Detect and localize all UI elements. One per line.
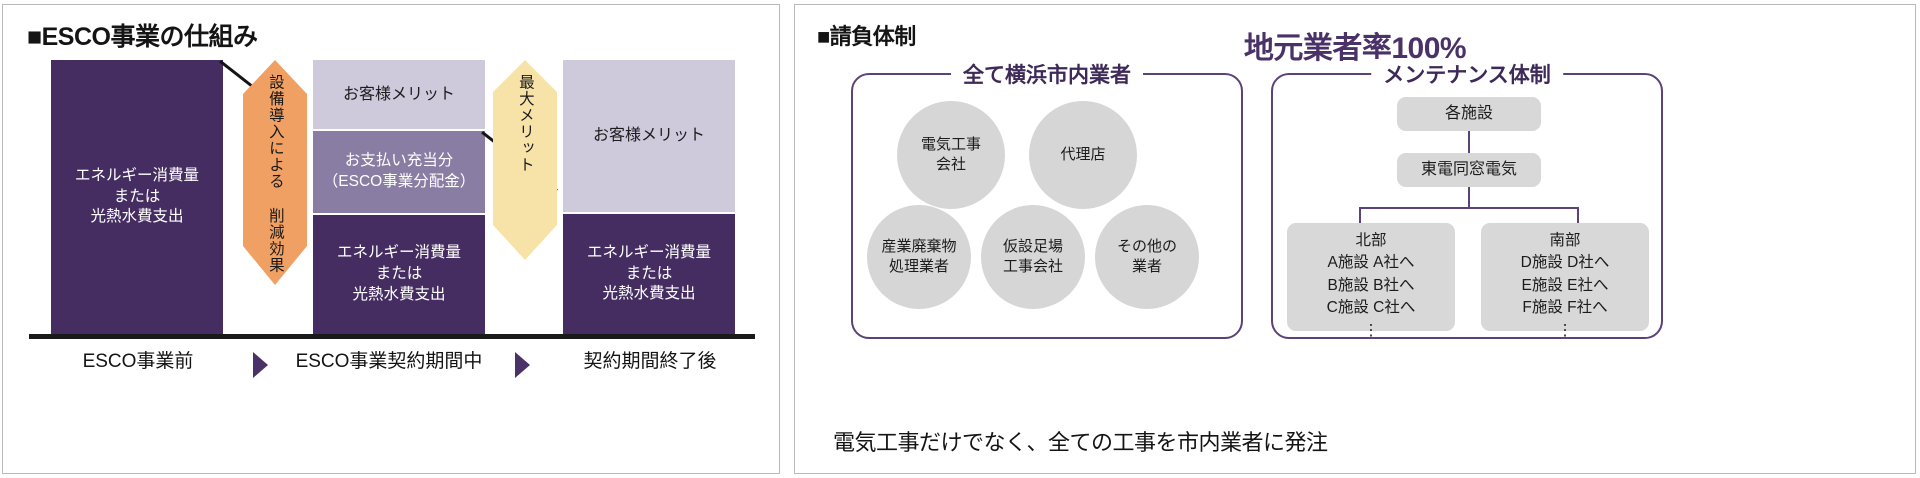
circle-electric-construction-label: 電気工事 会社 bbox=[920, 135, 981, 173]
circle-scaffolding-label: 仮設足場 工事会社 bbox=[1002, 237, 1063, 275]
x-axis-arrow-icon-1 bbox=[253, 352, 268, 378]
down-chevron-icon bbox=[243, 60, 307, 285]
node-each-facility-label: 各施設 bbox=[1444, 105, 1493, 123]
circle-agency-label: 代理店 bbox=[1060, 145, 1106, 163]
connector-company-stem bbox=[1468, 187, 1470, 207]
reduction-effect-arrow: 設備導入による 削減効果 bbox=[243, 60, 307, 285]
right-panel-caption: 電気工事だけでなく、全ての工事を市内業者に発注 bbox=[833, 430, 1328, 455]
connector-branch-south bbox=[1577, 207, 1579, 223]
node-north-area-label: 北部 A施設 A社へ B施設 B社へ C施設 C社へ ⋮ bbox=[1326, 232, 1416, 339]
connector-branch-bar bbox=[1359, 207, 1579, 209]
circle-other-contractors-label: その他の 業者 bbox=[1116, 237, 1177, 275]
bar-after-energy: エネルギー消費量 または 光熱水費支出 bbox=[563, 214, 735, 334]
node-toden-dosou-denki: 東電同窓電気 bbox=[1397, 153, 1541, 187]
bar-during-energy-label: エネルギー消費量 または 光熱水費支出 bbox=[336, 244, 461, 303]
x-label-before: ESCO事業前 bbox=[82, 351, 194, 372]
group-local-contractors: 全て横浜市内業者 電気工事 会社 代理店 産業廃棄物 処理業者 仮設足場 工事会… bbox=[851, 59, 1243, 339]
down-chevron-icon bbox=[493, 60, 557, 260]
node-south-area-label: 南部 D施設 D社へ E施設 E社へ F施設 F社へ ⋮ bbox=[1520, 232, 1610, 339]
bar-during-payment: お支払い充当分 （ESCO事業分配金） bbox=[313, 131, 485, 213]
node-each-facility: 各施設 bbox=[1397, 97, 1541, 131]
bar-after-energy-label: エネルギー消費量 または 光熱水費支出 bbox=[586, 243, 711, 303]
left-panel-heading: ■ESCO事業の仕組み bbox=[27, 23, 258, 51]
connector-branch-north bbox=[1359, 207, 1361, 223]
contract-structure-panel: ■請負体制 地元業者率100% 全て横浜市内業者 電気工事 会社 代理店 産業廃… bbox=[794, 4, 1916, 474]
bar-during-energy: エネルギー消費量 または 光熱水費支出 bbox=[313, 215, 485, 334]
group-maintenance-structure: メンテナンス体制 各施設 東電同窓電気 北部 A施設 A社へ B施設 B社へ C… bbox=[1271, 59, 1663, 339]
bar-during-customer-merit: お客様メリット bbox=[313, 60, 485, 129]
esco-bar-chart: エネルギー消費量 または 光熱水費支出 設備導入による 削減効果 お客様メリット… bbox=[3, 5, 781, 475]
x-axis-arrow-icon-2 bbox=[515, 352, 530, 378]
bar-after-customer-merit: お客様メリット bbox=[563, 60, 735, 212]
reduction-effect-label: 設備導入による 削減効果 bbox=[266, 74, 284, 274]
bar-during-customer-merit-label: お客様メリット bbox=[342, 85, 455, 103]
x-label-during: ESCO事業契約期間中 bbox=[295, 351, 483, 372]
max-merit-label: 最大メリット bbox=[516, 74, 534, 173]
x-label-after: 契約期間終了後 bbox=[583, 351, 717, 372]
node-north-area: 北部 A施設 A社へ B施設 B社へ C施設 C社へ ⋮ bbox=[1287, 223, 1455, 339]
chart-baseline bbox=[29, 334, 755, 339]
max-merit-arrow: 最大メリット bbox=[493, 60, 557, 260]
circle-scaffolding: 仮設足場 工事会社 bbox=[981, 205, 1085, 309]
circle-industrial-waste: 産業廃棄物 処理業者 bbox=[867, 205, 971, 309]
bar-before-total-label: エネルギー消費量 または 光熱水費支出 bbox=[74, 166, 199, 226]
bar-after-customer-merit-label: お客様メリット bbox=[592, 127, 705, 145]
right-panel-heading: ■請負体制 bbox=[817, 24, 916, 49]
circle-industrial-waste-label: 産業廃棄物 処理業者 bbox=[881, 237, 957, 275]
circle-agency: 代理店 bbox=[1029, 101, 1137, 209]
bar-before-total: エネルギー消費量 または 光熱水費支出 bbox=[51, 60, 223, 334]
connector-facility-to-company bbox=[1468, 131, 1470, 153]
node-south-area: 南部 D施設 D社へ E施設 E社へ F施設 F社へ ⋮ bbox=[1481, 223, 1649, 339]
group-local-contractors-title: 全て横浜市内業者 bbox=[951, 59, 1143, 89]
group-maintenance-structure-title: メンテナンス体制 bbox=[1371, 59, 1563, 89]
circle-other-contractors: その他の 業者 bbox=[1095, 205, 1199, 309]
chart-x-axis: ESCO事業前 ESCO事業契約期間中 契約期間終了後 bbox=[29, 346, 755, 386]
node-toden-dosou-denki-label: 東電同窓電気 bbox=[1420, 161, 1517, 179]
bar-during-payment-label: お支払い充当分 （ESCO事業分配金） bbox=[322, 152, 476, 190]
esco-mechanism-panel: ■ESCO事業の仕組み エネルギー消費量 または 光熱水費支出 設備導入による … bbox=[2, 4, 780, 474]
circle-electric-construction: 電気工事 会社 bbox=[897, 101, 1005, 209]
